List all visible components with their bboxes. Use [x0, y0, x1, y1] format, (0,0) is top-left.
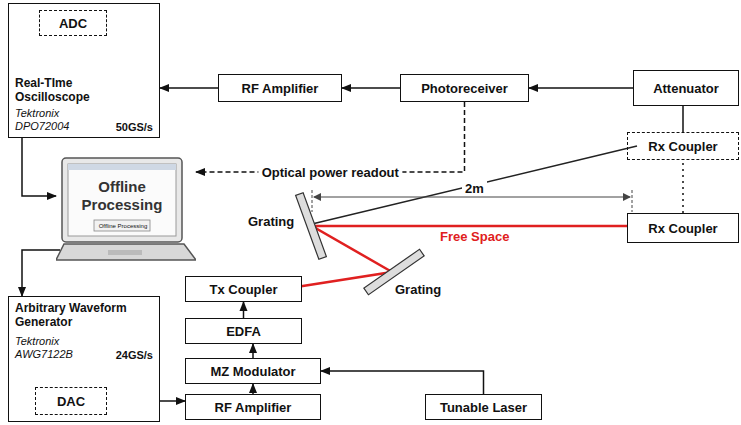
coupler-box: Rx Coupler — [627, 213, 739, 243]
signal-connector — [682, 160, 684, 213]
process-box: RF Amplifier — [185, 394, 321, 420]
process-box: EDFA — [185, 318, 302, 344]
box-detail: 24GS/s — [116, 349, 153, 362]
box-title: Arbitrary Waveform Generator — [15, 301, 155, 329]
box-label: Photoreceiver — [401, 81, 528, 96]
process-box: MZ Modulator — [185, 358, 321, 384]
box-title: Offline Processing — [70, 178, 174, 214]
part-label: Grating — [248, 214, 294, 229]
signal-connector — [252, 384, 254, 394]
diffracted-beam — [312, 146, 637, 224]
process-box: RF Amplifier — [218, 74, 342, 102]
signal-connector — [342, 87, 400, 89]
dimension-line — [314, 197, 630, 198]
grating-plate — [296, 193, 327, 260]
process-box: Tx Coupler — [185, 276, 302, 302]
process-box: Tunable Laser — [425, 394, 542, 420]
signal-connector — [321, 371, 484, 394]
signal-connector — [682, 106, 684, 132]
box-title: Real-TIme Oscilloscope — [15, 76, 110, 104]
box-label: Rx Coupler — [628, 139, 738, 154]
signal-connector — [160, 87, 218, 89]
dimension-label: 2m — [462, 181, 487, 196]
box-label: MZ Modulator — [186, 364, 320, 379]
box-detail: Tektronix DPO72004 — [15, 107, 95, 133]
coupler-box: Rx Coupler — [627, 132, 739, 160]
box-detail: 50GS/s — [116, 121, 153, 134]
box-label: Rx Coupler — [628, 221, 738, 236]
process-box: Photoreceiver — [400, 74, 529, 102]
box-label: Tx Coupler — [186, 282, 301, 297]
dimension-tick — [312, 190, 313, 212]
converter-box: DAC — [35, 387, 107, 415]
signal-connector — [22, 138, 56, 196]
signal-connector — [22, 250, 60, 296]
box-label: Tunable Laser — [426, 400, 541, 415]
converter-box: ADC — [39, 10, 107, 36]
path-label: Free Space — [440, 229, 509, 244]
box-detail: Offline Processing — [96, 223, 150, 230]
connector-label: Optical power readout — [259, 165, 402, 180]
process-box: Attenuator — [633, 70, 739, 106]
box-label: ADC — [40, 16, 106, 31]
signal-connector — [196, 102, 465, 172]
box-label: RF Amplifier — [219, 81, 341, 96]
dimension-tick — [632, 190, 633, 212]
laptop-computer: Offline ProcessingOffline Processing — [56, 156, 196, 266]
box-label: DAC — [36, 394, 106, 409]
box-label: RF Amplifier — [186, 400, 320, 415]
part-label: Grating — [395, 282, 441, 297]
box-detail: Tektronix AWG7122B — [15, 335, 110, 361]
laser-beam — [290, 226, 637, 288]
signal-connector — [252, 344, 254, 358]
box-label: Attenuator — [634, 81, 738, 96]
box-label: EDFA — [186, 324, 301, 339]
signal-connector — [243, 302, 245, 318]
signal-connector — [529, 87, 633, 89]
instrument-box: Arbitrary Waveform GeneratorTektronix AW… — [8, 296, 160, 422]
instrument-box: Real-TIme OscilloscopeTektronix DPO72004… — [8, 3, 160, 138]
